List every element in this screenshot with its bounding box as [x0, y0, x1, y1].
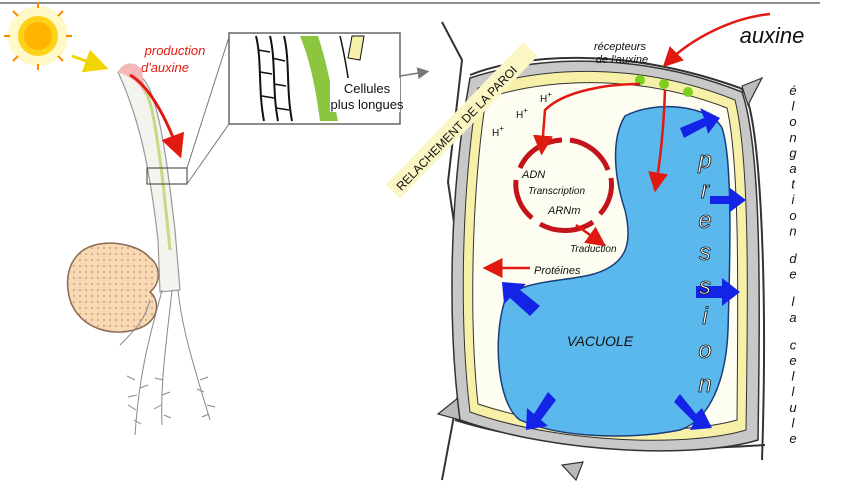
- elongation-letter: l: [792, 415, 796, 430]
- receptors-label-line1: récepteurs: [594, 41, 646, 53]
- transcription-label: Transcription: [528, 186, 585, 197]
- pression-letter: i: [702, 303, 708, 330]
- elongation-letter: l: [792, 294, 796, 309]
- arnm-label: ARNm: [547, 205, 580, 217]
- svg-text:H+: H+: [516, 106, 528, 121]
- proteines-label: Protéines: [534, 265, 581, 277]
- h-plus-1: H: [492, 128, 499, 139]
- pression-letter: e: [698, 207, 711, 234]
- elongation-letter: e: [789, 431, 796, 446]
- auxin-flow-arrow: [129, 73, 185, 159]
- elongation-letter: l: [792, 99, 796, 114]
- elongation-letter: i: [792, 192, 796, 207]
- cells-label-line1: Cellules: [344, 81, 391, 96]
- elongation-letter: e: [789, 267, 796, 282]
- zoom-line-top: [186, 36, 230, 169]
- auxin-signal-arrows: [482, 12, 771, 278]
- elongation-letter: t: [791, 177, 796, 192]
- h-plus-2: H: [516, 110, 523, 121]
- light-arrow: [71, 49, 109, 73]
- production-label-line1: production: [144, 43, 206, 58]
- adn-label: ADN: [521, 169, 545, 181]
- elongation-letter: o: [789, 114, 796, 129]
- seed-icon: [66, 242, 159, 333]
- elongation-letter: o: [789, 208, 796, 223]
- vacuole: [497, 105, 731, 437]
- elongation-letter: u: [789, 400, 796, 415]
- roots: [119, 289, 216, 436]
- elongation-letter: a: [789, 161, 796, 176]
- h-plus-4: H: [505, 120, 512, 131]
- elongation-letter: l: [792, 384, 796, 399]
- inset-arrow: [399, 67, 430, 80]
- sun-icon: [4, 2, 72, 70]
- receptors: [635, 75, 693, 97]
- elongation-letter: a: [789, 310, 796, 325]
- elongation-letter: n: [789, 130, 796, 145]
- h-plus-3: H: [540, 94, 547, 105]
- seedling-stem: [117, 63, 185, 293]
- svg-text:H+: H+: [540, 90, 552, 105]
- pression-letter: s: [699, 273, 711, 300]
- pression-letter: o: [698, 337, 711, 364]
- pression-word: p r e s s i o n: [697, 147, 712, 399]
- h-plus-labels: H+ H+ H+ H: [492, 90, 552, 139]
- pression-letter: s: [699, 239, 711, 266]
- svg-text:H+: H+: [492, 124, 504, 139]
- magnifier-box-icon: [146, 167, 188, 185]
- auxine-label: auxine: [740, 23, 805, 48]
- elongation-letter: l: [792, 369, 796, 384]
- elongation-letter: c: [790, 337, 797, 352]
- elongation-letter: n: [789, 223, 796, 238]
- pressure-arrows: [502, 108, 746, 430]
- production-label-line2: d'auxine: [141, 60, 189, 75]
- elongation-letter: e: [789, 353, 796, 368]
- pression-letter: p: [697, 147, 711, 174]
- elongation-letter: d: [789, 251, 797, 266]
- elongation-letter: é: [789, 83, 796, 98]
- vacuole-label: VACUOLE: [567, 333, 634, 349]
- zoom-inset: [228, 32, 401, 125]
- pression-letter: n: [698, 371, 711, 398]
- traduction-label: Traduction: [570, 244, 617, 255]
- zoom-line-bottom: [186, 123, 230, 185]
- pression-letter: r: [701, 177, 710, 204]
- elongation-letter: g: [789, 145, 797, 160]
- cells-label-line2: plus longues: [331, 97, 404, 112]
- receptors-label-line2: de l'auxine: [596, 54, 648, 66]
